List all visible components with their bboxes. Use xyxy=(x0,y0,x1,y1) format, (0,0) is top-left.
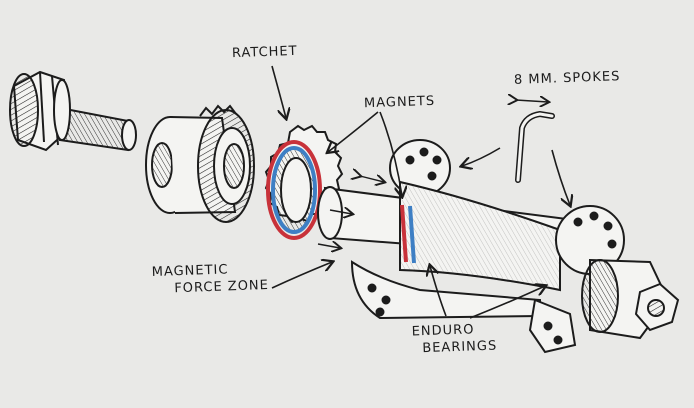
force-zone-arrow xyxy=(271,262,332,289)
hub-shell xyxy=(317,139,680,354)
field-arrows xyxy=(317,100,548,248)
magnets-arrow-right xyxy=(379,111,402,196)
magnets-arrow-left xyxy=(328,111,379,152)
label-enduro-bearings: ENDURO BEARINGS xyxy=(411,322,498,357)
bearings-arrow-right xyxy=(469,286,545,319)
spoke xyxy=(515,110,555,183)
ratchet-ring xyxy=(264,124,344,240)
spoke-arrow-left xyxy=(462,147,501,166)
label-ratchet: RATCHET xyxy=(231,43,298,62)
bearings-arrow-left xyxy=(430,266,447,317)
annotation-arrows xyxy=(271,65,570,319)
freehub-body xyxy=(145,104,255,223)
ratchet-arrow xyxy=(271,65,286,118)
label-magnetic-force-zone: MAGNETIC FORCE ZONE xyxy=(151,262,270,297)
label-magnets: MAGNETS xyxy=(363,93,436,112)
spoke-arrow-right xyxy=(551,149,570,205)
axle-bolt xyxy=(9,70,137,152)
